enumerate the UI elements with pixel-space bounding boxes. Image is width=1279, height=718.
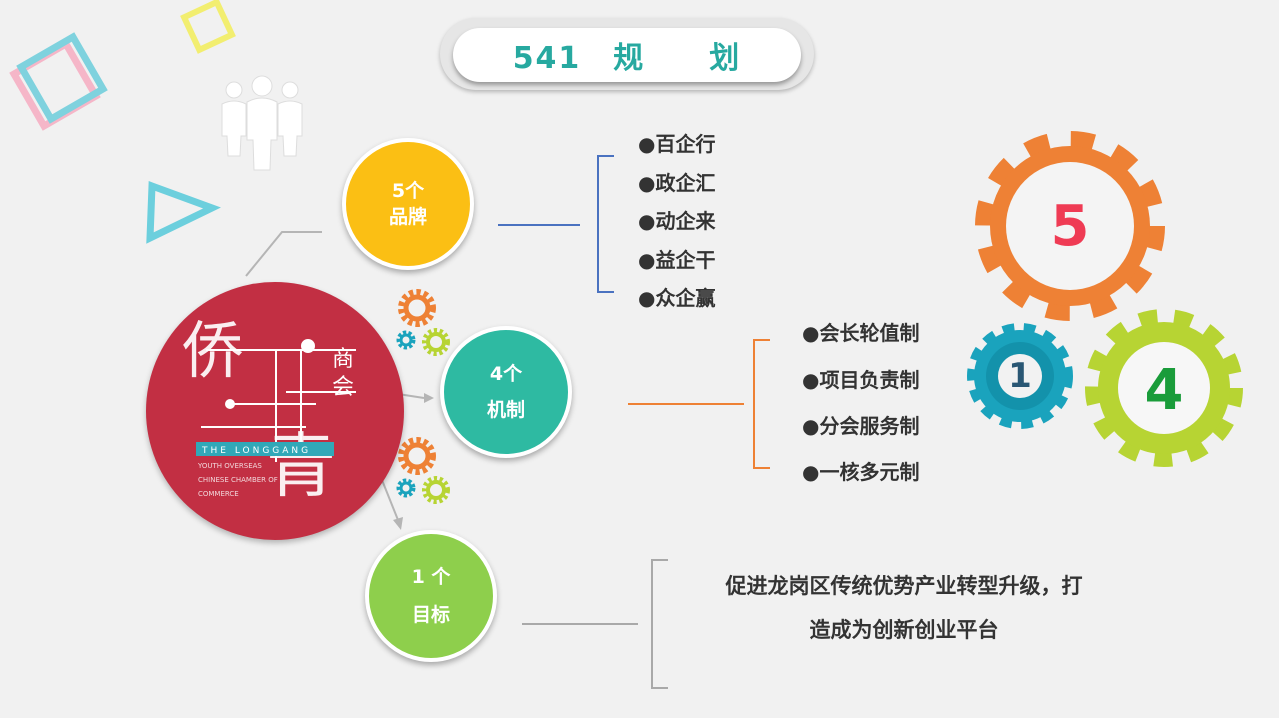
mechanism-item: ●分会服务制 [802,414,920,438]
brand-item: ●众企赢 [638,286,716,310]
small-gears-top [396,289,450,356]
orange-gear-icon [398,289,436,327]
goal-label: 目标 [411,604,450,626]
mechanisms-circle: 4个 机制 [440,326,572,458]
logo-to-goal-arrow [381,479,399,521]
gear-number-5: 5 [1050,193,1090,259]
orange-gear-icon [398,437,436,475]
cyan-square-outline [16,32,108,124]
gears-graphic [967,131,1243,467]
logo-big-char-1: 侨 [182,314,244,387]
arrow-head [424,393,434,403]
small-gears-bottom [396,437,450,504]
orange-gear-icon [975,131,1165,321]
people-icon [221,75,303,171]
brand-item: ●百企行 [638,132,716,156]
goal-count: 1 个 [411,566,451,588]
blue-gear-icon [967,323,1073,429]
goal-text-line-1: 促进龙岗区传统优势产业转型升级，打 [725,574,1083,598]
cyan-triangle-outline [146,181,221,244]
goal-circle: 1 个 目标 [365,530,497,662]
logo-graphic: 侨 青 商 会 THE LONGGANG YOUTH OVERSEAS CHIN… [182,314,356,507]
mechanism-item: ●项目负责制 [802,368,920,392]
mechanisms-bracket [753,339,770,469]
logo-to-brands-line [245,231,322,277]
logo-band-text: THE LONGGANG [201,446,311,456]
mechanisms-count: 4个 [489,363,523,385]
logo-sub-line-2: CHINESE CHAMBER OF [198,476,278,484]
mechanisms-label: 机制 [486,399,525,421]
goal-bracket [651,559,668,689]
gear-number-4: 4 [1144,357,1184,423]
brand-item: ●益企干 [638,248,716,272]
logo-band [196,442,334,456]
gear-number-1: 1 [1008,356,1032,396]
lime-gear-icon [422,476,450,504]
brands-circle: 5个 品牌 [342,138,474,270]
logo-side-char-1: 商 [332,347,354,372]
goal-text-line-2: 造成为创新创业平台 [809,618,999,642]
mechanism-item: ●一核多元制 [802,460,920,484]
page-title: 541 规 划 [453,28,801,82]
brands-label: 品牌 [388,206,427,228]
logo-side-char-2: 会 [332,375,354,400]
brands-bracket [597,155,614,293]
arrow-head [393,517,403,530]
mechanism-item: ●会长轮值制 [802,321,920,345]
lime-gear-icon [422,328,450,356]
yellow-square-outline [180,0,236,54]
lime-gear-icon [1085,309,1243,467]
logo-sub-line-3: COMMERCE [198,490,239,498]
brand-item: ●政企汇 [638,171,716,195]
brands-count: 5个 [391,180,425,202]
logo-sub-line-1: YOUTH OVERSEAS [197,462,262,470]
blue-gear-icon [396,330,416,350]
brand-item: ●动企来 [638,209,716,233]
blue-gear-icon [396,478,416,498]
logo-big-char-2: 青 [266,425,336,507]
decor-shapes [9,0,236,244]
